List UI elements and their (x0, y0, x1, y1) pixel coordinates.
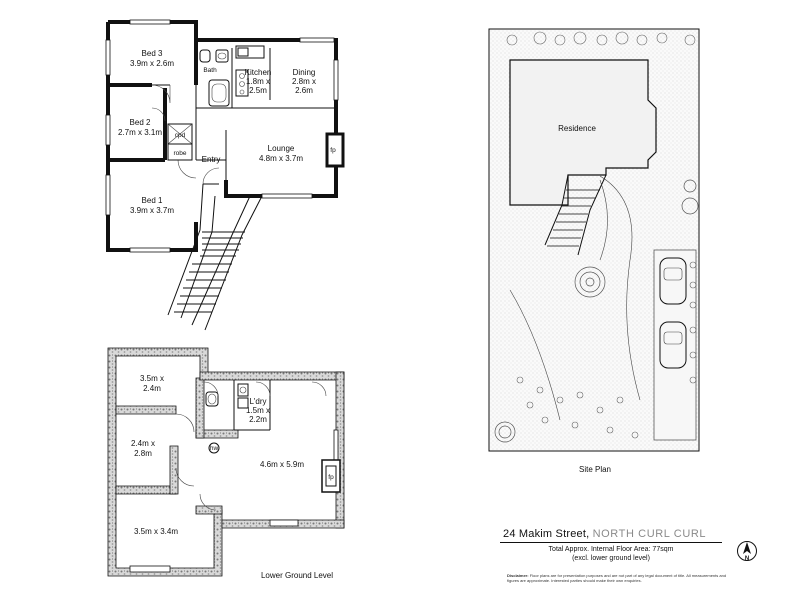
room-a-size-a: 3.5m x (140, 374, 164, 383)
lounge-name: Lounge (268, 144, 295, 153)
bed1-size: 3.9m x 3.7m (130, 206, 174, 215)
upper-fp-label: fp (330, 147, 336, 154)
address-line: 24 Makim Street, NORTH CURL CURL (500, 528, 730, 540)
hot-water-label: hw (210, 445, 219, 452)
room-b-size-b: 2.8m (134, 449, 152, 458)
laundry-size-a: 1.5m x (246, 406, 270, 415)
kitchen-size-b: 2.5m (249, 86, 267, 95)
cpd-label: cpd (175, 132, 186, 139)
floor-area-text: Total Approx. Internal Floor Area: 77sqm (548, 546, 674, 553)
main-room-size: 4.6m x 5.9m (260, 460, 304, 469)
disclaimer: Disclaimer: Floor plans are for presenta… (507, 573, 732, 583)
dining-size-b: 2.6m (295, 86, 313, 95)
dining-size-a: 2.8m x (292, 77, 316, 86)
lower-fp-label: fp (328, 474, 334, 481)
floor-area-exclusion: (excl. lower ground level) (572, 555, 650, 562)
bath-label: Bath (203, 67, 217, 74)
north-arrow-icon: N (737, 541, 757, 562)
bed3-name: Bed 3 (142, 49, 163, 58)
title-block: 24 Makim Street, NORTH CURL CURL Total A… (500, 528, 730, 563)
room-a-size-b: 2.4m (143, 384, 161, 393)
bed3-size: 3.9m x 2.6m (130, 59, 174, 68)
upper-stairs (167, 183, 263, 331)
site-plan-label: Site Plan (579, 465, 611, 474)
bed2-name: Bed 2 (130, 118, 151, 127)
bed2-size: 2.7m x 3.1m (118, 128, 162, 137)
kitchen-size-a: 1.8m x (246, 77, 270, 86)
room-b-size-a: 2.4m x (131, 439, 155, 448)
title-divider (500, 542, 722, 543)
kitchen-name: Kitchen (245, 68, 272, 77)
disclaimer-heading: Disclaimer: (507, 573, 529, 578)
lower-level-label: Lower Ground Level (261, 571, 333, 580)
entry-label: Entry (202, 155, 221, 164)
robe-label: robe (173, 150, 186, 157)
north-letter: N (745, 556, 749, 562)
site-plan: Residence Site Plan (488, 28, 700, 474)
street-address: 24 Makim Street, (503, 528, 590, 540)
lower-level: 3.5m x 2.4m 2.4m x 2.8m 3.5m x 3.4m L'dr… (107, 347, 345, 580)
disclaimer-text: Floor plans are for presentation purpose… (507, 573, 727, 583)
dining-name: Dining (293, 68, 316, 77)
bed1-name: Bed 1 (142, 196, 163, 205)
lounge-size: 4.8m x 3.7m (259, 154, 303, 163)
laundry-name: L'dry (249, 397, 266, 406)
upper-level: Bed 3 3.9m x 2.6m Bed 2 2.7m x 3.1m Bed … (105, 19, 345, 331)
residence-label: Residence (558, 124, 596, 133)
laundry-size-b: 2.2m (249, 415, 267, 424)
suburb-name: NORTH CURL CURL (592, 528, 707, 540)
room-c-size: 3.5m x 3.4m (134, 527, 178, 536)
